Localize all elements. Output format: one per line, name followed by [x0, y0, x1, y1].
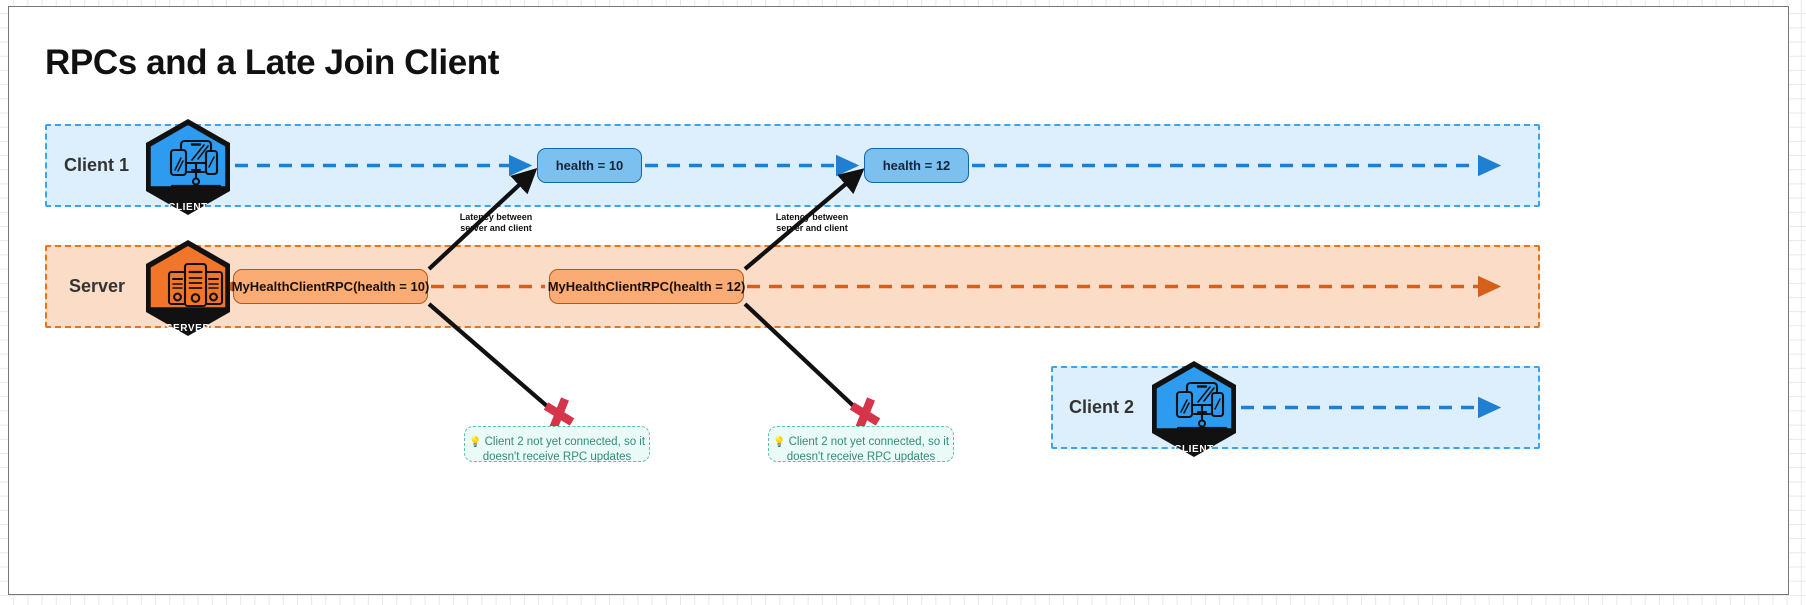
note-client2-not-connected-2[interactable]: 💡 Client 2 not yet connected, so it does…: [768, 426, 954, 464]
latency-label-1-line2: server and client: [460, 223, 532, 234]
latency-label-1: Latency between server and client: [441, 212, 551, 235]
lane-client1[interactable]: [45, 124, 1540, 207]
note-2-line1: 💡 Client 2 not yet connected, so it: [769, 435, 953, 450]
note-2-line2: doesn't receive RPC updates: [786, 451, 936, 464]
note-1-line1: 💡 Client 2 not yet connected, so it: [465, 435, 649, 450]
red-cross-marker-1: [543, 397, 575, 431]
note-1-line2: doesn't receive RPC updates: [482, 451, 632, 464]
node-client1[interactable]: CLIENT: [142, 117, 234, 217]
note-client2-not-connected-1[interactable]: 💡 Client 2 not yet connected, so it does…: [464, 426, 650, 464]
red-cross-marker-2: [849, 397, 881, 431]
note-1-text1: Client 2 not yet connected, so it: [484, 436, 646, 448]
lightbulb-icon: 💡: [772, 437, 786, 448]
client-devices-icon: [146, 119, 230, 215]
lightbulb-icon: 💡: [468, 437, 482, 448]
note-2-text1: Client 2 not yet connected, so it: [788, 436, 950, 448]
latency-label-2-line2: server and client: [776, 223, 848, 234]
lane-label-client1: Client 1: [64, 155, 130, 175]
latency-label-2: Latency between server and client: [757, 212, 867, 235]
node-client2[interactable]: CLIENT: [1148, 359, 1240, 459]
lane-label-server: Server: [69, 276, 126, 296]
diagram-page: RPCs and a Late Join Client Client 1 Ser…: [8, 6, 1789, 595]
server-racks-icon: [146, 240, 230, 336]
latency-label-1-line1: Latency between: [459, 212, 533, 222]
client-devices-icon: [1152, 361, 1236, 457]
page-title: RPCs and a Late Join Client: [45, 43, 500, 82]
message-rpc-health-12[interactable]: MyHealthClientRPC(health = 12): [548, 269, 745, 304]
message-health-10[interactable]: health = 10: [537, 148, 642, 183]
latency-label-2-line1: Latency between: [775, 212, 849, 222]
lane-label-client2: Client 2: [1069, 397, 1135, 417]
message-rpc-health-10[interactable]: MyHealthClientRPC(health = 10): [232, 269, 429, 304]
node-server[interactable]: SERVER: [142, 238, 234, 338]
message-health-12[interactable]: health = 12: [864, 148, 969, 183]
